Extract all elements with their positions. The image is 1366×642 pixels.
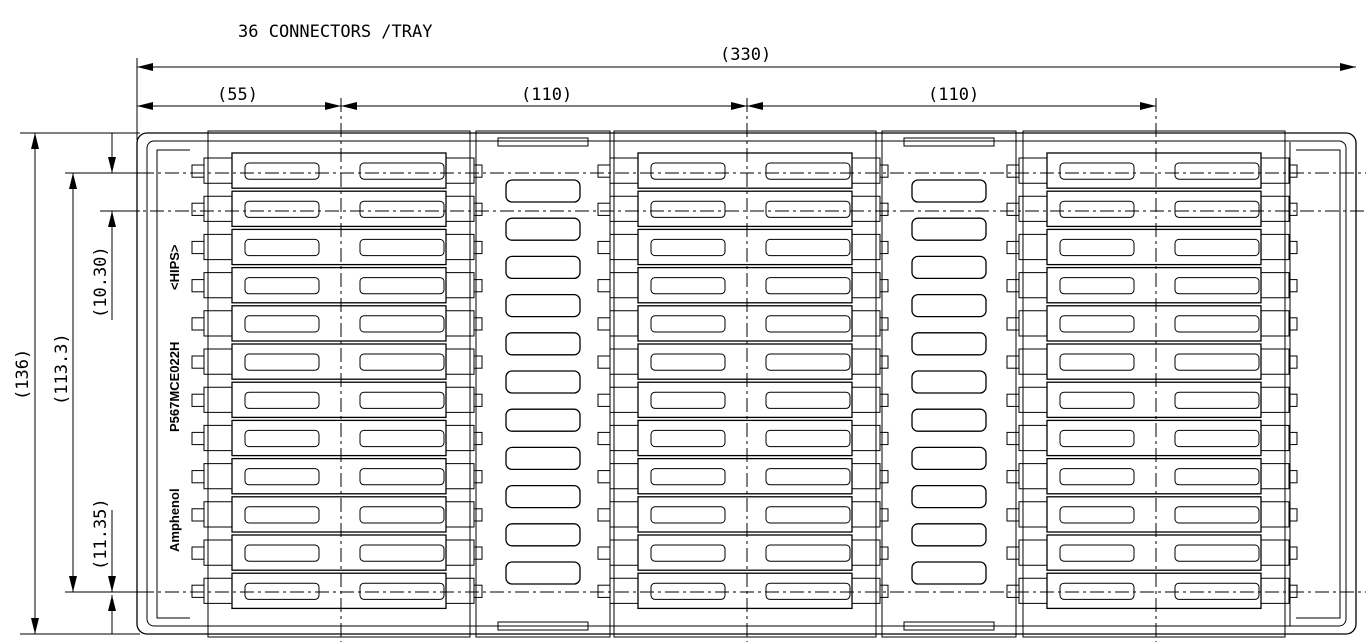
connector-pocket	[597, 152, 889, 189]
connector-pocket	[597, 343, 889, 380]
connector-pocket	[1006, 534, 1298, 571]
connector-pocket	[191, 381, 483, 419]
connector-pocket	[191, 572, 483, 610]
separator-slot	[911, 179, 987, 203]
connector-pocket	[597, 457, 889, 495]
part-number-marking: P567MCE022H	[167, 342, 182, 432]
dim-inner-height-label: (113.3)	[52, 333, 72, 405]
connector-pocket	[191, 228, 483, 266]
connector-pocket	[191, 343, 483, 380]
connector-pocket	[1006, 572, 1298, 610]
connector-pocket	[1006, 228, 1298, 266]
column-frame	[1022, 130, 1286, 638]
slot-frame	[475, 130, 611, 638]
column-frame	[207, 130, 471, 638]
dim-row-pitch-label: (10.30)	[91, 246, 111, 318]
separator-slot	[911, 523, 987, 547]
connector-pocket	[1006, 343, 1298, 380]
dimension-overall-width: (330)	[136, 45, 1356, 140]
material-marking: <HIPS>	[167, 244, 182, 290]
connector-column	[1006, 130, 1298, 638]
tray-outline	[136, 132, 1357, 635]
slot-frame	[881, 130, 1017, 638]
separator-slot	[505, 332, 581, 356]
separator-slot	[505, 370, 581, 394]
connector-pocket	[1006, 266, 1298, 304]
separator-slot	[911, 293, 987, 318]
connector-pocket	[191, 152, 483, 189]
connector-pocket	[597, 419, 889, 457]
connector-pocket	[597, 381, 889, 419]
separator-slot	[911, 370, 987, 394]
connector-pockets	[191, 130, 1298, 638]
dim-pitch-1-label: (110)	[521, 85, 572, 105]
connector-pocket	[597, 305, 889, 342]
separator-slot-column	[475, 130, 611, 638]
row-centerlines	[65, 172, 1366, 593]
separator-slots	[475, 130, 1017, 638]
connector-column	[191, 130, 483, 638]
connector-pocket	[597, 496, 889, 533]
separator-slot	[505, 523, 581, 547]
connector-pocket	[1006, 457, 1298, 495]
dim-left-offset-label: (55)	[217, 85, 258, 105]
drawing-title: 36 CONNECTORS /TRAY	[238, 22, 432, 42]
connector-pocket	[597, 228, 889, 266]
connector-pocket	[191, 419, 483, 457]
separator-slot	[505, 484, 581, 509]
connector-pocket	[597, 190, 889, 228]
separator-slot	[505, 217, 581, 241]
connector-pocket	[191, 534, 483, 571]
separator-slot	[911, 484, 987, 509]
column-frame	[613, 130, 877, 638]
connector-pocket	[1006, 381, 1298, 419]
dim-overall-height-label: (136)	[13, 349, 33, 400]
separator-slot-column	[881, 130, 1017, 638]
connector-pocket	[597, 534, 889, 571]
connector-pocket	[191, 457, 483, 495]
tray-markings: <HIPS> P567MCE022H Amphenol	[167, 244, 182, 552]
connector-pocket	[1006, 305, 1298, 342]
connector-pocket	[191, 190, 483, 228]
separator-slot	[505, 255, 581, 280]
separator-slot	[911, 408, 987, 432]
separator-slot	[505, 446, 581, 471]
connector-pocket	[191, 496, 483, 533]
separator-slot	[505, 408, 581, 432]
separator-slot	[911, 255, 987, 280]
connector-pocket	[191, 305, 483, 342]
connector-column	[597, 130, 889, 638]
dim-pitch-2-label: (110)	[928, 85, 979, 105]
separator-slot	[505, 293, 581, 318]
separator-slot	[911, 446, 987, 471]
connector-pocket	[1006, 190, 1298, 228]
dim-edge-offset-label: (11.35)	[91, 498, 111, 570]
separator-slot	[911, 332, 987, 356]
connector-pocket	[597, 266, 889, 304]
separator-slot	[911, 217, 987, 241]
connector-pocket	[1006, 419, 1298, 457]
dim-overall-width-label: (330)	[720, 45, 771, 65]
separator-slot	[505, 179, 581, 203]
brand-marking: Amphenol	[167, 488, 182, 552]
dimension-vertical: (136) (113.3) (10.30) (11.35)	[13, 132, 140, 635]
connector-pocket	[597, 572, 889, 610]
separator-slot	[505, 561, 581, 585]
connector-pocket	[191, 266, 483, 304]
separator-slot	[911, 561, 987, 585]
connector-pocket	[1006, 496, 1298, 533]
connector-pocket	[1006, 152, 1298, 189]
dimension-column-pitch: (55) (110) (110)	[137, 85, 1157, 642]
